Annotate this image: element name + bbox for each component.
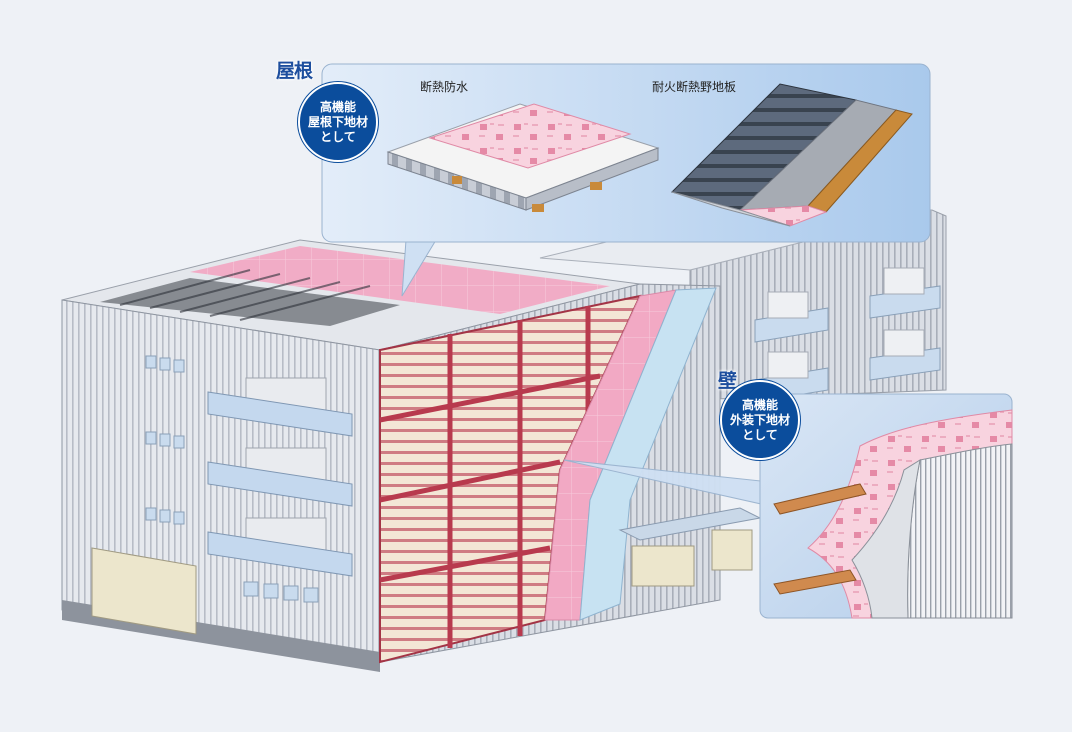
wall-badge-line-2: 外装下地材 bbox=[729, 412, 790, 427]
wall-badge-line-1: 高機能 bbox=[741, 397, 778, 412]
wall-callout bbox=[563, 393, 1013, 619]
roof-badge-line-2: 屋根下地材 bbox=[307, 114, 368, 129]
roof-label-insulated-waterproof: 断熱防水 bbox=[420, 80, 469, 94]
left-facade bbox=[61, 299, 381, 672]
insulated-waterproof-roof-panel bbox=[386, 103, 660, 212]
wall-tag: 壁 bbox=[718, 370, 737, 392]
fireproof-insulated-sheathing-roof bbox=[671, 83, 913, 227]
roof-badge-line-3: として bbox=[320, 129, 356, 144]
roof-badge-line-1: 高機能 bbox=[319, 99, 356, 114]
roof-label-fireproof-sheathing: 耐火断熱野地板 bbox=[652, 80, 737, 94]
wall-badge-line-3: として bbox=[742, 427, 778, 442]
right-facade bbox=[379, 283, 762, 664]
roof-badge: 高機能 屋根下地材 として bbox=[298, 82, 378, 162]
roof-tag: 屋根 bbox=[276, 60, 313, 82]
entrance-canopy bbox=[618, 507, 762, 587]
wall-badge: 高機能 外装下地材 として bbox=[720, 380, 800, 460]
balconies bbox=[207, 377, 353, 577]
roof-callout bbox=[321, 63, 931, 297]
wall-furring-battens bbox=[773, 483, 867, 595]
